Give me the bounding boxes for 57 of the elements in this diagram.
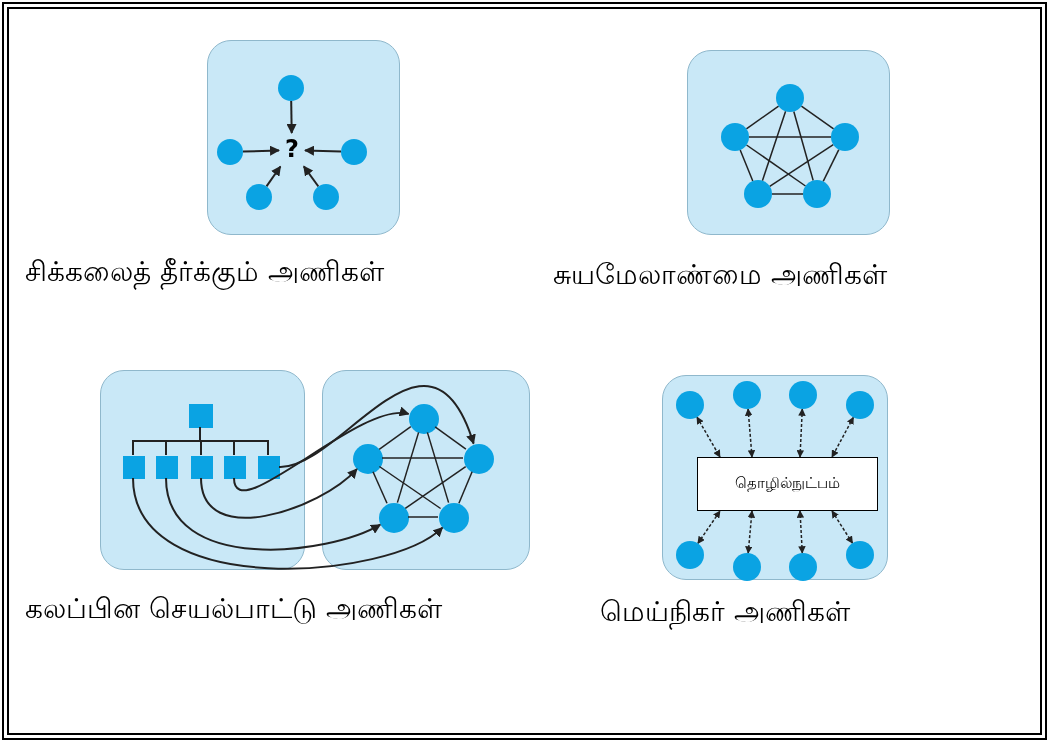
- arrow: [302, 165, 320, 188]
- panel-background: [100, 370, 305, 570]
- circle-node: [409, 404, 439, 434]
- double-arrow: [697, 510, 721, 545]
- arrow: [304, 145, 342, 156]
- double-arrow: [796, 408, 806, 458]
- connector-line: [761, 110, 787, 182]
- double-arrow: [796, 510, 806, 554]
- question-mark: ?: [282, 136, 302, 164]
- connector-line: [434, 426, 467, 450]
- circle-node: [379, 503, 409, 533]
- connector-line: [407, 516, 439, 518]
- connector-line: [396, 431, 420, 504]
- arrow: [165, 477, 382, 551]
- panel-caption: சுயமேலாண்மை அணிகள்: [553, 258, 887, 293]
- arrow: [233, 408, 410, 492]
- connector-line: [378, 465, 442, 510]
- square-node: [224, 456, 246, 479]
- connector-line: [426, 431, 450, 504]
- circle-node: [464, 444, 494, 474]
- square-node: [189, 404, 213, 428]
- connector-line: [771, 193, 804, 195]
- square-node: [123, 456, 145, 479]
- panel-caption: மெய்நிகர் அணிகள்: [600, 595, 850, 631]
- arrow: [278, 385, 475, 468]
- circle-node: [353, 444, 383, 474]
- square-node: [258, 456, 280, 479]
- connector-line: [745, 105, 780, 130]
- connector-line: [404, 465, 467, 510]
- connector-line: [739, 149, 754, 182]
- connector-line: [768, 143, 835, 188]
- text-box: தொழில்நுட்பம்: [697, 457, 878, 511]
- double-arrow: [831, 416, 855, 458]
- connector-line: [822, 148, 840, 183]
- panel-caption: கலப்பின செயல்பாட்டு அணிகள்: [25, 592, 442, 627]
- arrow: [286, 100, 297, 134]
- arrow: [132, 477, 444, 570]
- arrow: [242, 145, 280, 156]
- square-node: [191, 456, 213, 479]
- circle-node: [439, 503, 469, 533]
- panel-caption: சிக்கலைத் தீர்க்கும் அணிகள்: [25, 255, 384, 291]
- connector-line: [458, 471, 473, 504]
- connector-line: [372, 470, 388, 505]
- connector-line: [793, 110, 814, 182]
- square-node: [156, 456, 178, 479]
- arrow: [200, 468, 358, 519]
- connector-line: [748, 136, 832, 138]
- connector-line: [378, 425, 412, 451]
- double-arrow: [696, 416, 721, 458]
- arrow: [265, 165, 282, 188]
- connector-line: [745, 144, 807, 187]
- double-arrow: [744, 408, 756, 458]
- panel-background: [322, 370, 530, 570]
- double-arrow: [745, 510, 756, 554]
- connector-line: [800, 105, 835, 130]
- double-arrow: [831, 510, 854, 544]
- connector-line: [381, 457, 464, 459]
